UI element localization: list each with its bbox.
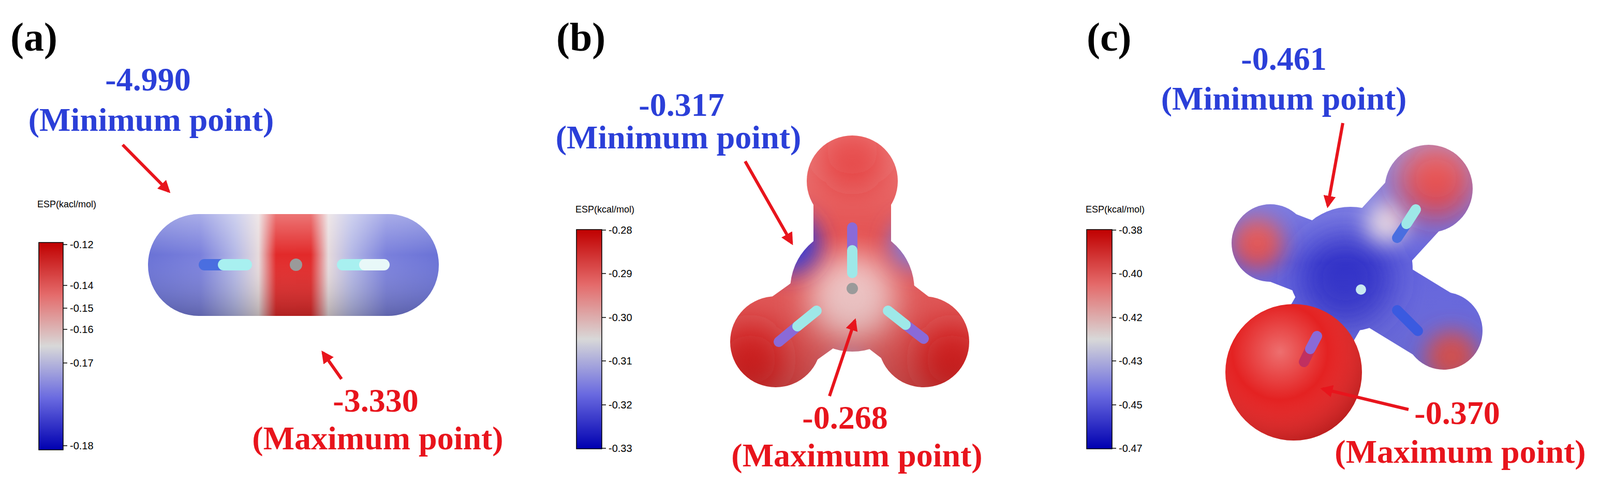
esp-surface (147, 214, 439, 317)
tick-label: -0.40 (1118, 268, 1143, 279)
tick-label: -0.42 (1118, 312, 1143, 323)
tick-label: -0.29 (608, 268, 633, 279)
panel-label: (c) (1086, 17, 1132, 58)
min-value: (Minimum point) (1161, 82, 1407, 116)
tick-label: -0.28 (608, 225, 633, 236)
tick-label: -0.33 (608, 443, 633, 454)
max-value: (Maximum point) (252, 422, 503, 456)
colorbar-title: ESP(kcal/mol) (575, 204, 635, 215)
tick-label: -0.43 (1118, 356, 1143, 367)
leader-arrow (122, 123, 1409, 410)
tick-label: -0.18 (69, 440, 94, 452)
tick-label: -0.12 (69, 239, 94, 250)
colorbar-title: ESP(kcal/mol) (1085, 204, 1145, 215)
tick-label: -0.45 (1118, 400, 1143, 411)
min-value: (Minimum point) (28, 103, 275, 137)
tick-label: -0.15 (69, 303, 94, 314)
min-value: -0.461 (1240, 42, 1327, 76)
max-value: (Maximum point) (731, 439, 983, 473)
max-value: -3.330 (332, 384, 419, 418)
max-value: (Maximum point) (1334, 435, 1586, 469)
min-value: (Minimum point) (555, 121, 802, 155)
tick-label: -0.31 (608, 356, 633, 367)
tick-label: -0.14 (69, 280, 94, 291)
panel-label: (a) (10, 17, 58, 58)
max-value: -0.268 (802, 401, 888, 435)
tick-label: -0.47 (1118, 443, 1143, 454)
max-value: -0.370 (1414, 396, 1500, 431)
colorbar (576, 229, 606, 450)
tick-label: -0.16 (69, 324, 94, 335)
panel-label: (b) (556, 17, 606, 58)
tick-label: -0.38 (1118, 225, 1143, 236)
tick-label: -0.32 (608, 400, 633, 411)
tick-label: -0.30 (608, 312, 633, 323)
min-value: -0.317 (638, 88, 724, 122)
min-value: -4.990 (105, 63, 191, 97)
esp-surface (714, 113, 994, 409)
colorbar (38, 242, 68, 451)
tick-label: -0.17 (69, 358, 94, 369)
colorbar (1086, 229, 1117, 450)
colorbar-title: ESP(kacl/mol) (37, 199, 97, 210)
